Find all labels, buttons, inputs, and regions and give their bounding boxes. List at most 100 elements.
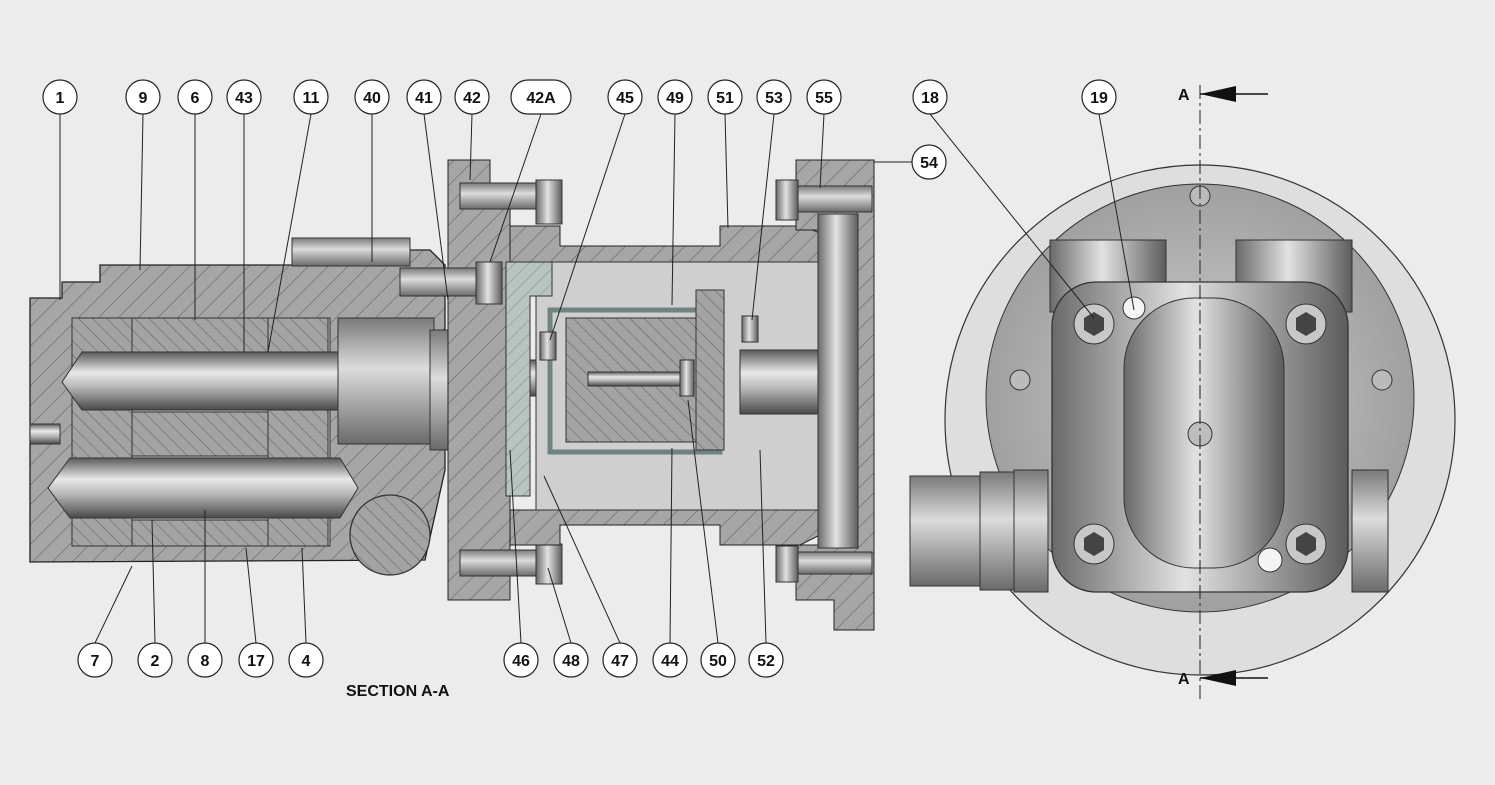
bolt-41 (399, 267, 481, 297)
balloon-48: 48 (553, 642, 589, 678)
balloon-2: 2 (137, 642, 173, 678)
balloon-label: 45 (616, 90, 634, 107)
section-label: SECTION A-A (346, 683, 450, 700)
balloon-7: 7 (77, 642, 113, 678)
balloon-label: 44 (661, 653, 679, 670)
leader-line (549, 113, 626, 341)
balloon-55: 55 (806, 79, 842, 115)
balloon-50: 50 (700, 642, 736, 678)
bolt-top (459, 182, 539, 210)
balloon-label: 2 (151, 653, 160, 670)
seal-ring (337, 317, 435, 445)
coupling-hub (739, 349, 831, 415)
balloon-42a: 42A (510, 79, 572, 115)
bolt-head-top (535, 179, 563, 225)
balloon-43: 43 (226, 79, 262, 115)
balloon-label: 19 (1090, 90, 1108, 107)
balloon-52: 52 (748, 642, 784, 678)
leader-line (929, 113, 1095, 319)
bolt-bottom (459, 549, 539, 577)
balloon-49: 49 (657, 79, 693, 115)
balloon-46: 46 (503, 642, 539, 678)
leader-line (151, 519, 156, 644)
bolt-head-bottom (535, 543, 563, 585)
balloon-label: 47 (611, 653, 629, 670)
leader-line (423, 113, 449, 301)
leader-lines (59, 113, 1135, 644)
pipe-nut-left (979, 471, 1017, 591)
flange-hole-right (1371, 369, 1393, 391)
balloon-18: 18 (912, 79, 948, 115)
balloon-label: 17 (247, 653, 265, 670)
leader-line (669, 447, 673, 644)
balloon-53: 53 (756, 79, 792, 115)
balloon-label: 46 (512, 653, 530, 670)
leader-line (267, 113, 312, 353)
balloon-42: 42 (454, 79, 490, 115)
balloon-label: 41 (415, 90, 433, 107)
balloon-label: 1 (56, 90, 65, 107)
section-cut-arrow-top (1200, 86, 1268, 102)
balloon-label: 53 (765, 90, 783, 107)
balloon-8: 8 (187, 642, 223, 678)
leader-line (687, 399, 719, 644)
cap-screws (1073, 303, 1327, 565)
balloon-1: 1 (42, 79, 78, 115)
bracket-flange (447, 159, 511, 601)
balloon-label: 40 (363, 90, 381, 107)
leader-line (819, 113, 825, 189)
screw-head-50 (679, 359, 695, 397)
idler-gear (131, 519, 269, 547)
bolt-55 (793, 185, 873, 213)
balloon-label: 9 (139, 90, 148, 107)
balloon-label: 52 (757, 653, 775, 670)
dowel-pin (29, 423, 61, 445)
leader-line (301, 547, 307, 644)
set-screw (741, 315, 759, 343)
pipe-nut-left-2 (1013, 469, 1049, 593)
leader-line (547, 567, 572, 644)
idler-shaft (47, 457, 359, 519)
balloon-label: 4 (302, 653, 311, 670)
leader-line (489, 113, 542, 263)
pipe-fitting-left (909, 475, 983, 587)
cut-marker-top: A (1178, 87, 1190, 104)
balloon-label: 55 (815, 90, 833, 107)
balloon-17: 17 (238, 642, 274, 678)
balloon-11: 11 (293, 79, 329, 115)
balloon-44: 44 (652, 642, 688, 678)
leader-line (469, 113, 473, 181)
balloon-4: 4 (288, 642, 324, 678)
balloon-6: 6 (177, 79, 213, 115)
balloon-label: 18 (921, 90, 939, 107)
leader-line (543, 475, 621, 644)
leader-line (1098, 113, 1135, 311)
drive-gear (131, 317, 269, 355)
balloon-41: 41 (406, 79, 442, 115)
balloon-label: 51 (716, 90, 734, 107)
drain-hole (1257, 547, 1283, 573)
port-boss (291, 237, 411, 267)
bolt-head-55-bottom (775, 545, 799, 583)
leader-line (139, 113, 144, 271)
screw-50 (587, 371, 689, 387)
leader-line (751, 113, 775, 321)
leader-line (671, 113, 676, 306)
balloon-19: 19 (1081, 79, 1117, 115)
leader-line (759, 449, 767, 644)
seal-assembly (505, 261, 553, 497)
flange-face (817, 213, 859, 549)
outer-magnet (695, 289, 725, 451)
leader-line (509, 449, 522, 644)
outlet-port (349, 494, 431, 576)
balloon-label: 43 (235, 90, 253, 107)
gear-mesh (131, 411, 269, 457)
cut-marker-bottom: A (1178, 671, 1190, 688)
balloon-label: 8 (201, 653, 210, 670)
balloon-47: 47 (602, 642, 638, 678)
leader-line (724, 113, 729, 229)
pin-45 (539, 331, 557, 361)
leader-line (94, 565, 133, 644)
balloon-45: 45 (607, 79, 643, 115)
